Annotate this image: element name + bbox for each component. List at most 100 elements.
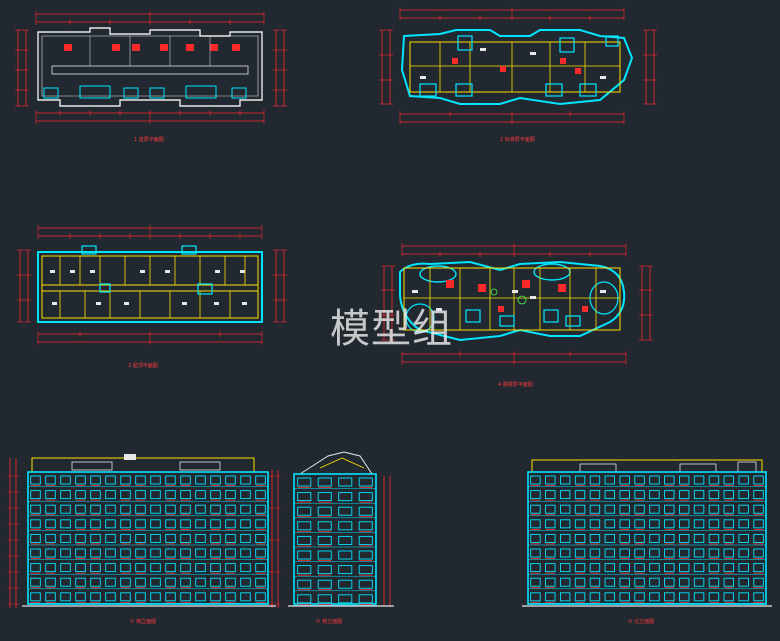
window <box>120 519 131 529</box>
window <box>150 533 161 543</box>
window <box>634 490 645 500</box>
window <box>180 577 191 587</box>
window <box>559 563 571 573</box>
window <box>753 592 764 602</box>
window <box>693 592 705 602</box>
window <box>708 563 720 573</box>
window <box>604 533 616 543</box>
window <box>105 548 116 558</box>
window <box>664 592 675 602</box>
window <box>225 519 236 529</box>
window <box>90 577 101 587</box>
window <box>60 548 71 558</box>
plan-1-caption: 1 首层平面图 <box>134 137 164 143</box>
window <box>317 550 332 560</box>
window <box>45 592 56 602</box>
window <box>545 475 556 485</box>
window <box>723 577 735 587</box>
window <box>165 490 176 500</box>
elevation-3-caption: ③ 北立面图 <box>628 619 655 625</box>
window <box>210 533 221 543</box>
window <box>165 563 176 573</box>
window <box>45 504 56 514</box>
window <box>530 533 541 543</box>
window <box>120 577 131 587</box>
window <box>693 504 705 514</box>
window <box>649 519 660 529</box>
window <box>619 490 630 500</box>
window <box>559 504 571 514</box>
window <box>634 577 645 587</box>
window <box>738 475 749 485</box>
window <box>120 490 131 500</box>
window <box>225 592 236 602</box>
window <box>649 577 660 587</box>
window <box>738 563 749 573</box>
window <box>135 592 146 602</box>
window <box>135 548 146 558</box>
window <box>255 592 266 602</box>
window <box>338 477 353 487</box>
window <box>693 548 705 558</box>
window <box>619 563 630 573</box>
window <box>255 548 266 558</box>
window <box>358 506 373 516</box>
window <box>649 563 660 573</box>
window <box>240 533 251 543</box>
floor-plan-4 <box>381 243 653 365</box>
window <box>317 521 332 531</box>
window <box>708 533 720 543</box>
window <box>738 490 749 500</box>
window <box>753 475 764 485</box>
window <box>634 519 645 529</box>
window <box>75 504 86 514</box>
window <box>678 548 690 558</box>
window <box>545 592 556 602</box>
window <box>753 563 764 573</box>
window <box>195 548 206 558</box>
window <box>60 504 71 514</box>
window <box>240 475 251 485</box>
window <box>240 563 251 573</box>
window <box>105 577 116 587</box>
window <box>60 533 71 543</box>
window <box>708 475 720 485</box>
window <box>120 533 131 543</box>
window <box>150 490 161 500</box>
window <box>530 563 541 573</box>
window <box>545 577 556 587</box>
window <box>545 533 556 543</box>
window <box>210 475 221 485</box>
window <box>708 519 720 529</box>
window <box>693 577 705 587</box>
window <box>150 475 161 485</box>
window <box>338 550 353 560</box>
window <box>619 592 630 602</box>
window <box>738 504 749 514</box>
window <box>30 533 41 543</box>
window <box>225 577 236 587</box>
window <box>90 592 101 602</box>
window <box>165 577 176 587</box>
window <box>255 475 266 485</box>
window <box>358 594 373 604</box>
window <box>559 548 571 558</box>
window <box>297 565 312 575</box>
window <box>753 504 764 514</box>
window <box>530 548 541 558</box>
window <box>723 592 735 602</box>
window <box>210 592 221 602</box>
window <box>105 519 116 529</box>
window <box>317 492 332 502</box>
window <box>649 504 660 514</box>
window <box>317 579 332 589</box>
window <box>210 577 221 587</box>
window <box>530 490 541 500</box>
window <box>723 519 735 529</box>
window <box>678 533 690 543</box>
window <box>738 519 749 529</box>
window <box>738 592 749 602</box>
window <box>135 519 146 529</box>
window <box>649 475 660 485</box>
window <box>574 577 586 587</box>
